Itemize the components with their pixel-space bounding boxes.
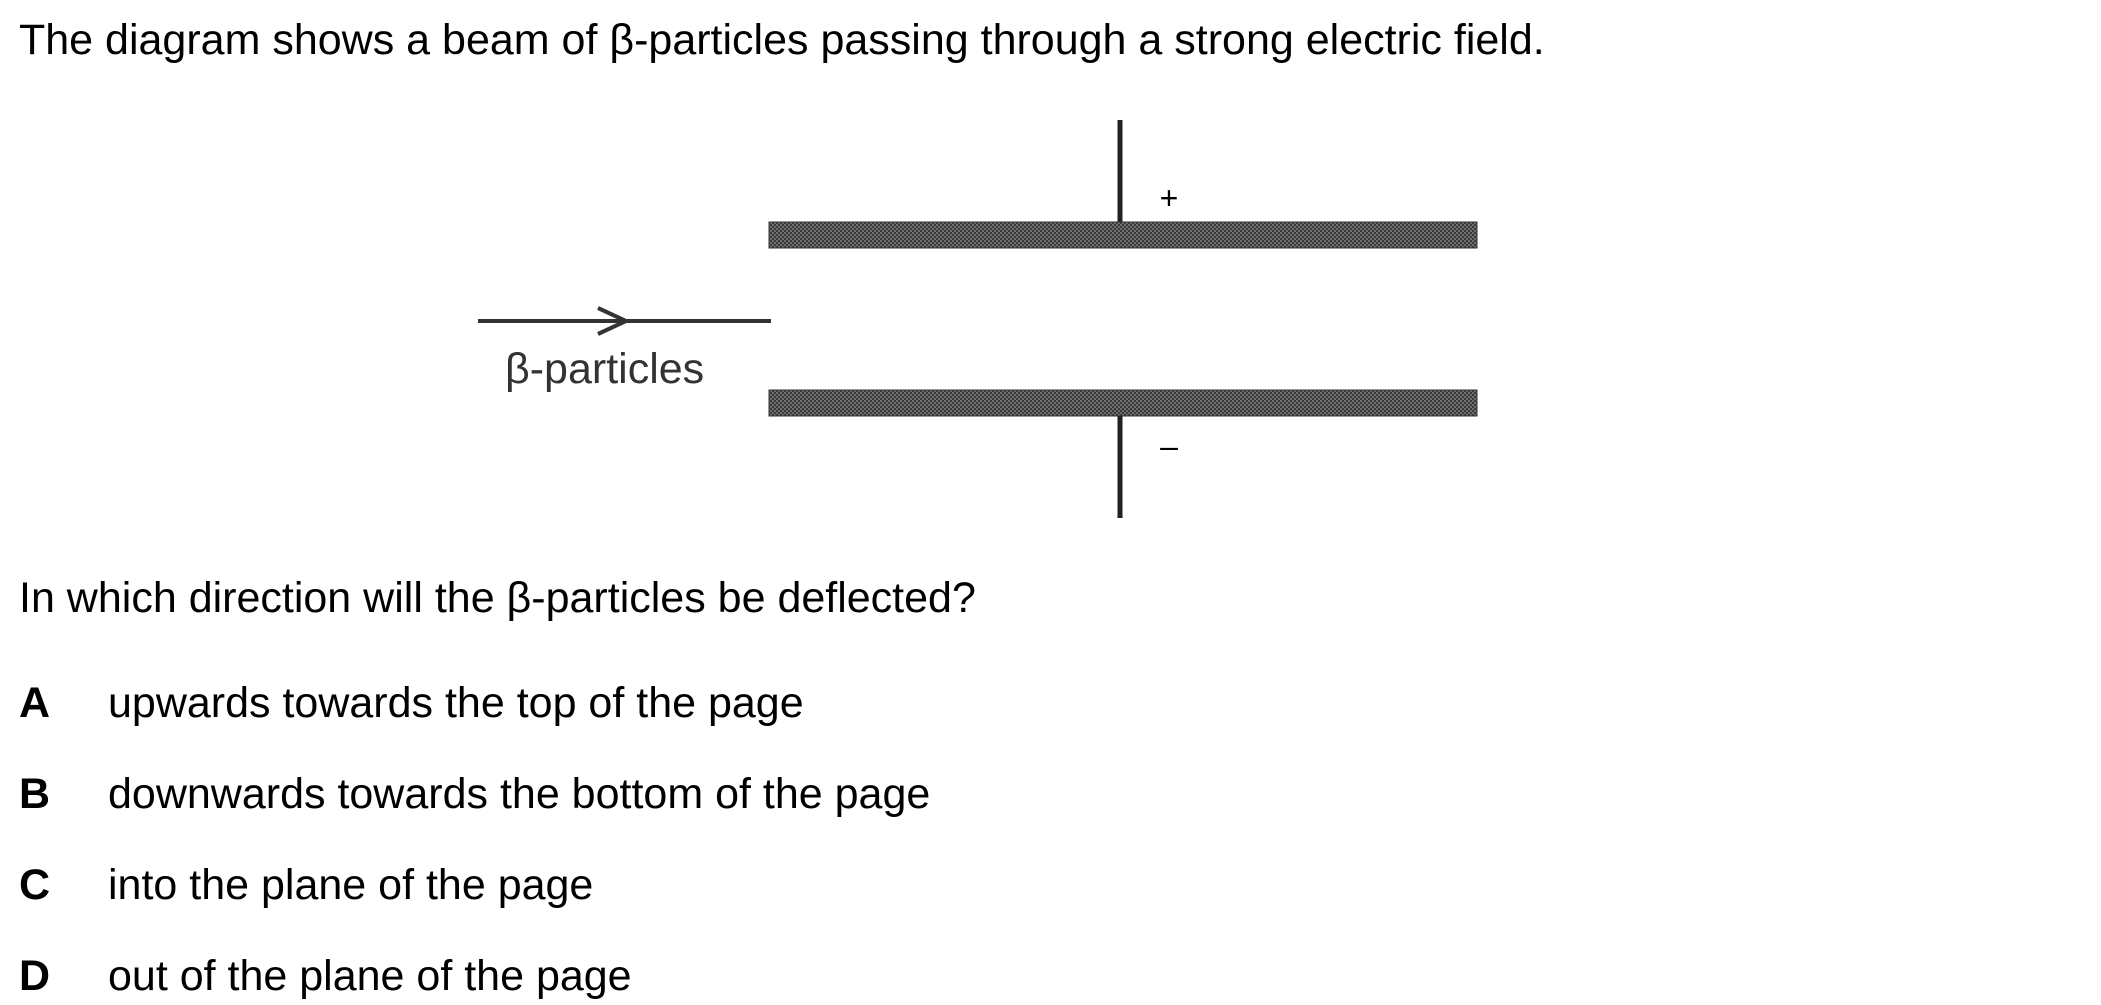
option-text: downwards towards the bottom of the page [108, 770, 931, 818]
question-text: In which direction will the β-particles … [19, 574, 976, 622]
option-letter: D [19, 952, 51, 1000]
positive-plate [768, 221, 1478, 249]
electric-field-diagram: + β-particles – [478, 120, 1478, 518]
negative-plate [768, 389, 1478, 417]
option-letter: C [19, 861, 51, 909]
beam-label: β-particles [505, 345, 704, 393]
negative-sign: – [1160, 428, 1178, 464]
intro-text: The diagram shows a beam of β-particles … [19, 16, 1545, 64]
option-text: out of the plane of the page [108, 952, 632, 1000]
option-text: into the plane of the page [108, 861, 594, 909]
option-text: upwards towards the top of the page [108, 679, 804, 727]
option-letter: A [19, 679, 51, 727]
positive-sign: + [1160, 180, 1179, 216]
option-letter: B [19, 770, 51, 818]
beam-arrowhead-icon [597, 306, 631, 336]
